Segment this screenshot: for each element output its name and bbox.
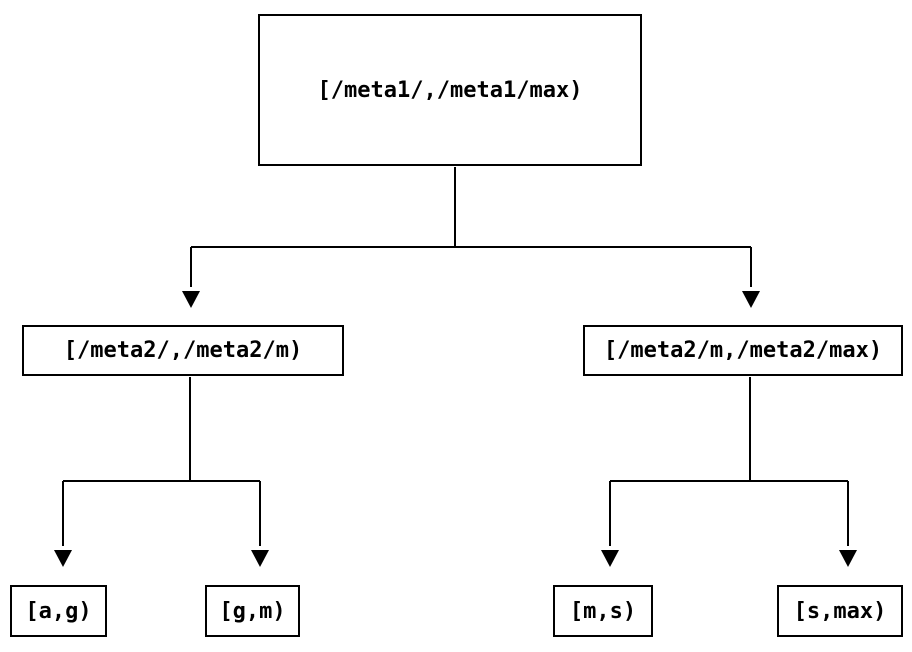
node-meta2-left: [/meta2/,/meta2/m) — [22, 325, 344, 376]
arrow-down-icon — [54, 550, 72, 567]
arrow-down-icon — [182, 291, 200, 308]
node-leaf-gm: [g,m) — [205, 585, 300, 637]
node-leaf-ms-label: [m,s) — [569, 598, 637, 624]
node-leaf-smax-label: [s,max) — [793, 598, 887, 624]
arrow-down-icon — [742, 291, 760, 308]
edge-left-to-leaves — [62, 377, 261, 546]
node-leaf-gm-label: [g,m) — [219, 598, 286, 624]
node-leaf-ag-label: [a,g) — [25, 598, 92, 624]
node-root: [/meta1/,/meta1/max) — [258, 14, 642, 166]
node-leaf-ag: [a,g) — [10, 585, 107, 637]
node-meta2-right: [/meta2/m,/meta2/max) — [583, 325, 903, 376]
arrow-down-icon — [251, 550, 269, 567]
arrow-down-icon — [839, 550, 857, 567]
node-root-label: [/meta1/,/meta1/max) — [317, 77, 583, 103]
edge-root-to-children — [190, 167, 752, 287]
node-leaf-smax: [s,max) — [777, 585, 903, 637]
edge-right-to-leaves — [609, 377, 849, 546]
arrow-down-icon — [601, 550, 619, 567]
node-leaf-ms: [m,s) — [553, 585, 653, 637]
node-meta2-right-label: [/meta2/m,/meta2/max) — [603, 338, 883, 363]
node-meta2-left-label: [/meta2/,/meta2/m) — [63, 338, 303, 363]
